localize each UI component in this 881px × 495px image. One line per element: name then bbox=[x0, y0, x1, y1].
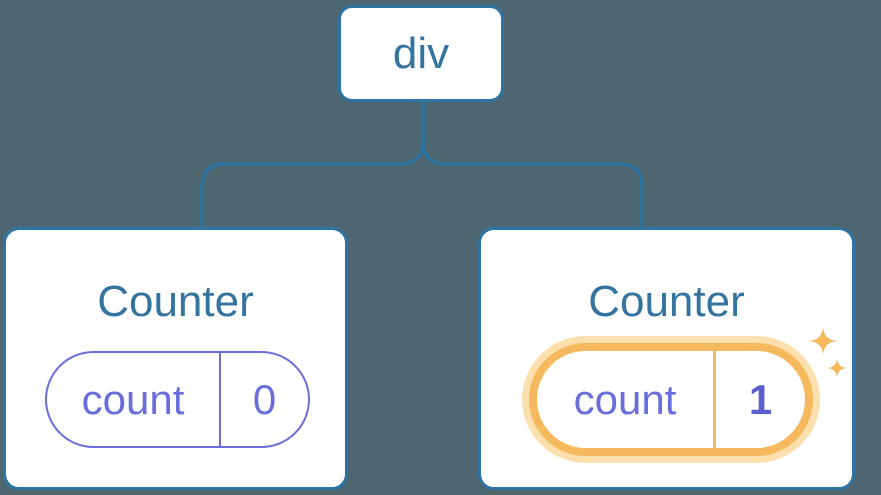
pill-divider bbox=[219, 353, 221, 446]
root-node-label: div bbox=[392, 28, 450, 78]
state-key-label: count bbox=[81, 375, 185, 423]
connector-left-branch bbox=[200, 99, 425, 228]
counter-title: Counter bbox=[97, 277, 254, 326]
state-key-label: count bbox=[573, 375, 677, 423]
state-pill: count 0 bbox=[45, 351, 310, 448]
sparkle-small bbox=[826, 357, 848, 379]
state-value-label: 0 bbox=[252, 375, 277, 423]
state-pill-highlighted: count 1 bbox=[529, 343, 813, 456]
counter-node-left: Counter count 0 bbox=[3, 227, 348, 490]
connector-right-branch bbox=[421, 139, 644, 228]
pill-divider bbox=[713, 351, 716, 448]
state-key-cell: count bbox=[47, 353, 219, 446]
root-node-div: div bbox=[338, 5, 504, 102]
state-value-cell: 0 bbox=[221, 353, 308, 446]
counter-node-right: Counter count 1 bbox=[478, 227, 855, 490]
state-key-cell: count bbox=[537, 351, 713, 448]
counter-title: Counter bbox=[588, 277, 745, 326]
state-value-cell: 1 bbox=[716, 351, 805, 448]
sparkle-large bbox=[807, 325, 839, 357]
state-value-label: 1 bbox=[748, 375, 773, 423]
